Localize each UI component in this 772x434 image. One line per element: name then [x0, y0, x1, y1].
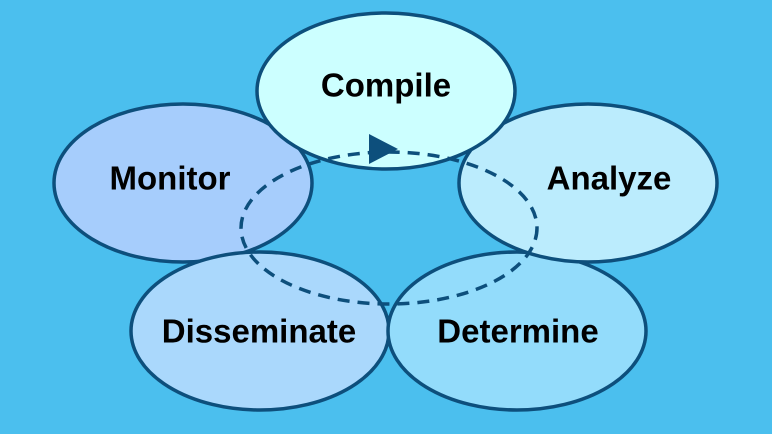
cycle-direction-arrow-icon — [369, 134, 398, 164]
node-monitor-label: Monitor — [110, 160, 231, 197]
node-monitor-shape — [52, 102, 314, 264]
node-analyze-shape — [457, 102, 719, 264]
node-determine-label: Determine — [437, 313, 598, 350]
node-disseminate-label: Disseminate — [162, 313, 356, 350]
node-disseminate: Disseminate — [129, 250, 391, 412]
node-compile: Compile — [255, 11, 517, 171]
node-determine: Determine — [386, 250, 648, 412]
node-analyze-label: Analyze — [547, 160, 672, 197]
node-compile-shape — [255, 11, 517, 171]
node-compile-label: Compile — [321, 67, 451, 104]
node-monitor: Monitor — [52, 102, 314, 264]
node-analyze: Analyze — [457, 102, 719, 264]
node-determine-shape — [386, 250, 648, 412]
